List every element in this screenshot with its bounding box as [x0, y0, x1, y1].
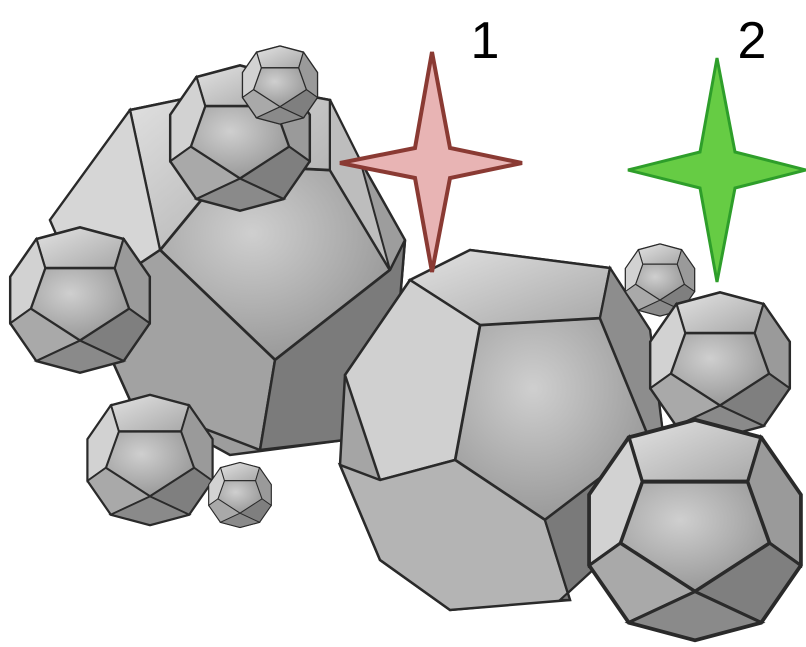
tiny-dodecahedron-bottom-left [208, 461, 272, 529]
large-dodecahedron-center [337, 248, 667, 612]
star-marker-1 [339, 51, 523, 273]
small-dodecahedron-left [8, 226, 152, 374]
small-dodecahedron-bottom-left [86, 393, 214, 527]
star-marker-2 [627, 57, 806, 283]
small-dodecahedron-right [648, 291, 792, 439]
label-1: 1 [471, 12, 500, 70]
small-dodecahedron-top-left-b [241, 45, 319, 125]
label-2: 2 [738, 12, 767, 70]
medium-dodecahedron-bottom-right [589, 420, 800, 640]
